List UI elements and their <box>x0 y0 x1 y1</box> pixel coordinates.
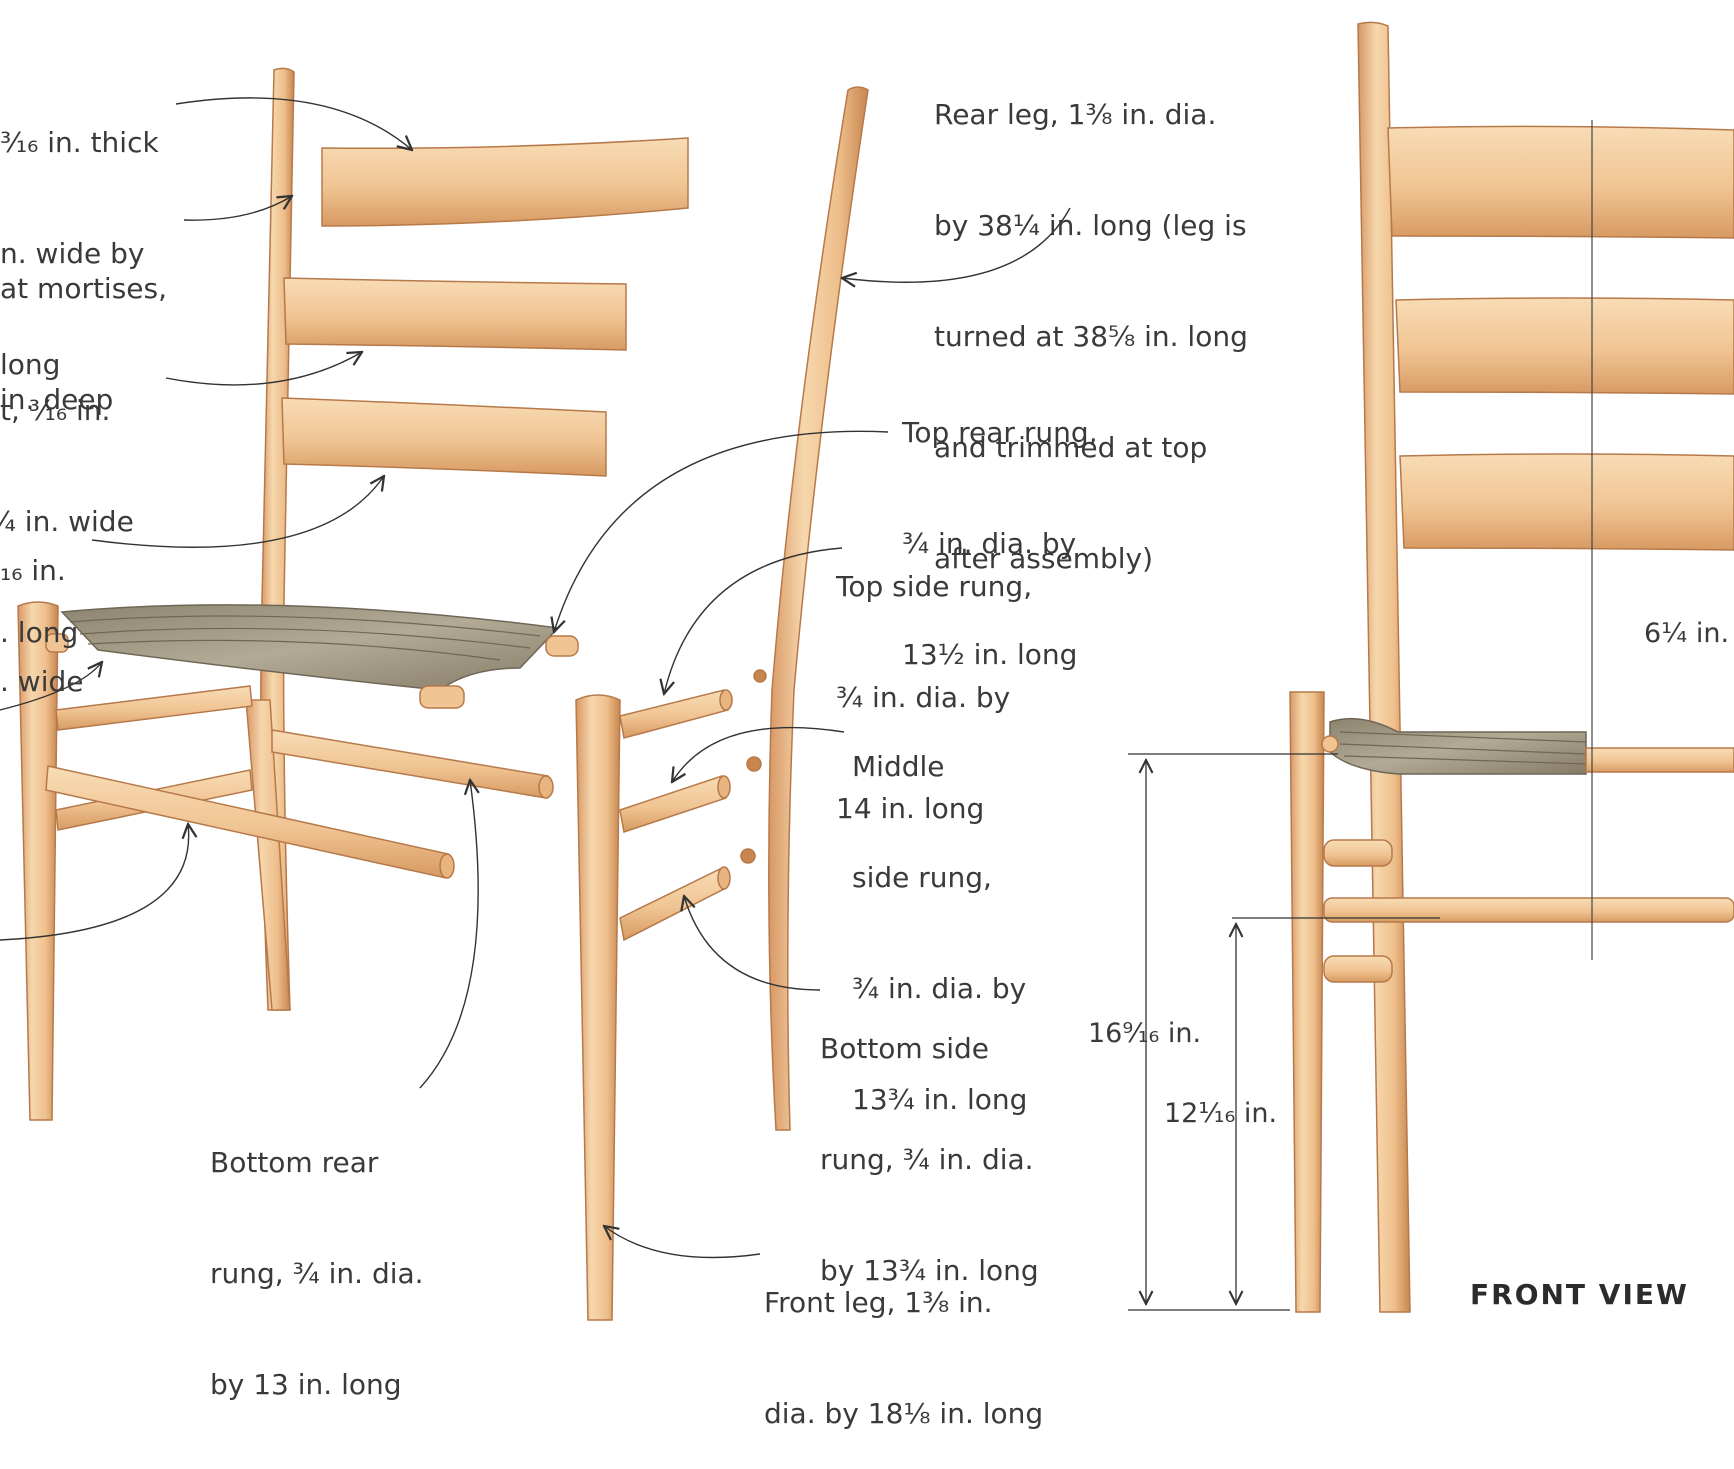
back-slat-bottom <box>281 397 607 477</box>
woven-seat <box>60 604 560 691</box>
label-line: 13½ in. long <box>902 638 1078 671</box>
label-line: . wide <box>0 665 84 698</box>
label-top-side-rung: Top side rung, ¾ in. dia. by 14 in. long <box>836 494 1032 864</box>
front-view-seat-rail <box>1585 747 1734 773</box>
back-slat-middle <box>283 277 627 351</box>
label-line: t, ³⁄₁₆ in. <box>0 394 111 427</box>
label-line: by 38¹⁄₄ in. long (leg is <box>934 209 1247 242</box>
front-view-front-leg <box>1289 691 1325 1313</box>
dimension-lower-rung-height: 12¹⁄₁₆ in. <box>1164 1098 1278 1129</box>
label-line: ¾ in. dia. by <box>836 681 1011 714</box>
label-middle-slat: t, ³⁄₁₆ in. ⁄₄ in. wide . long <box>0 318 134 688</box>
label-line: by 13¾ in. long <box>820 1254 1039 1287</box>
front-view-slat-middle <box>1395 297 1734 395</box>
front-view-rung-short-2 <box>1323 955 1393 983</box>
label-line: in. deep <box>0 383 114 416</box>
front-view-slat-top <box>1387 125 1734 239</box>
label-line: Middle <box>852 750 945 783</box>
label-line: rung, ¾ in. dia. <box>820 1143 1034 1176</box>
label-line: by 13 in. long <box>210 1368 402 1401</box>
label-line: rung, ¾ in. dia. <box>210 1257 424 1290</box>
label-line: and trimmed at top <box>934 431 1208 464</box>
back-slat-top <box>321 137 689 227</box>
front-view-rung-long <box>1323 897 1734 923</box>
leader-rear-leg <box>842 207 1071 282</box>
front-leg-left <box>17 601 59 1121</box>
label-line: 13¾ in. long <box>852 1083 1028 1116</box>
label-line: at mortises, <box>0 272 168 305</box>
label-line: Top side rung, <box>836 570 1033 603</box>
exploded-parts <box>575 86 869 1321</box>
leader-top-side-rung <box>664 547 843 694</box>
top-side-rung <box>619 689 729 739</box>
label-line: turned at 38⁵⁄₈ in. long <box>934 320 1248 353</box>
label-line: after assembly) <box>934 542 1154 575</box>
label-line: Top rear rung, <box>902 416 1098 449</box>
label-bottom-rear-rung: Bottom rear rung, ¾ in. dia. by 13 in. l… <box>210 1070 424 1440</box>
label-line: dia. by 18⅛ in. long <box>764 1397 1044 1430</box>
front-view-chair <box>1289 21 1734 1313</box>
front-view-rung-short-1 <box>1323 839 1393 867</box>
leader-middle-slat <box>165 352 362 386</box>
leader-slat-mortises <box>183 196 292 221</box>
label-middle-side-rung: Middle side rung, ¾ in. dia. by 13¾ in. … <box>852 674 1027 1155</box>
label-line: ¾ in. dia. by <box>902 527 1077 560</box>
label-slat-mortises: at mortises, in. deep <box>0 196 167 455</box>
label-line: side rung, <box>852 861 992 894</box>
front-leg-side <box>575 694 621 1321</box>
bottom-side-rung <box>619 866 727 942</box>
label-line: Front leg, 1³⁄₈ in. <box>764 1286 993 1319</box>
leader-lines <box>0 97 1071 1259</box>
leader-middle-side-rung <box>672 726 845 782</box>
chair-drawing <box>0 21 1734 1321</box>
side-rung-upper <box>55 685 253 731</box>
label-line: 14 in. long <box>836 792 985 825</box>
front-view-title: FRONT VIEW <box>1470 1278 1689 1311</box>
label-line: Bottom rear <box>210 1146 379 1179</box>
front-view-rear-leg <box>1357 21 1411 1313</box>
label-rear-leg: Rear leg, 1³⁄₈ in. dia. by 38¹⁄₄ in. lon… <box>934 22 1248 614</box>
front-view-seat <box>1329 717 1587 775</box>
label-line: ₁₆ in. <box>0 554 66 587</box>
label-line: Rear leg, 1³⁄₈ in. dia. <box>934 98 1217 131</box>
leader-bottom-slat <box>91 476 384 548</box>
label-bottom-side-rung: Bottom side rung, ¾ in. dia. by 13¾ in. … <box>820 956 1039 1326</box>
dimension-seat-height: 16⁹⁄₁₆ in. <box>1088 1018 1202 1049</box>
leader-back-slat-top <box>175 97 412 150</box>
label-top-rear-rung: Top rear rung, ¾ in. dia. by 13½ in. lon… <box>902 340 1098 710</box>
dimension-lines <box>1128 753 1440 1311</box>
leader-front-rung <box>0 824 189 941</box>
perspective-chair <box>17 67 689 1121</box>
leader-bottom-side-rung <box>684 896 821 991</box>
label-line: ⁄₄ in. wide <box>0 505 134 538</box>
label-front-leg: Front leg, 1³⁄₈ in. dia. by 18⅛ in. long <box>764 1210 1043 1469</box>
front-view-slat-bottom <box>1399 453 1734 551</box>
leader-front-leg <box>604 1226 761 1259</box>
dimension-slat-spacing: 6¼ in. <box>1644 618 1730 649</box>
label-line: ³⁄₁₆ in. thick <box>0 126 159 159</box>
label-line: . long <box>0 616 79 649</box>
label-line: long <box>0 348 61 381</box>
middle-side-rung <box>619 775 727 833</box>
leader-bottom-rear-rung <box>419 780 478 1089</box>
rear-rung-lower <box>271 729 549 799</box>
label-line: Bottom side <box>820 1032 989 1065</box>
leader-seat <box>0 662 102 711</box>
label-line: ¾ in. dia. by <box>852 972 1027 1005</box>
label-bottom-slat: ₁₆ in. . wide <box>0 478 83 737</box>
rear-leg-bottom <box>245 699 291 1011</box>
label-back-slat-top: ³⁄₁₆ in. thick n. wide by long <box>0 50 159 420</box>
leader-top-rear-rung <box>554 430 889 632</box>
label-line: n. wide by <box>0 237 145 270</box>
